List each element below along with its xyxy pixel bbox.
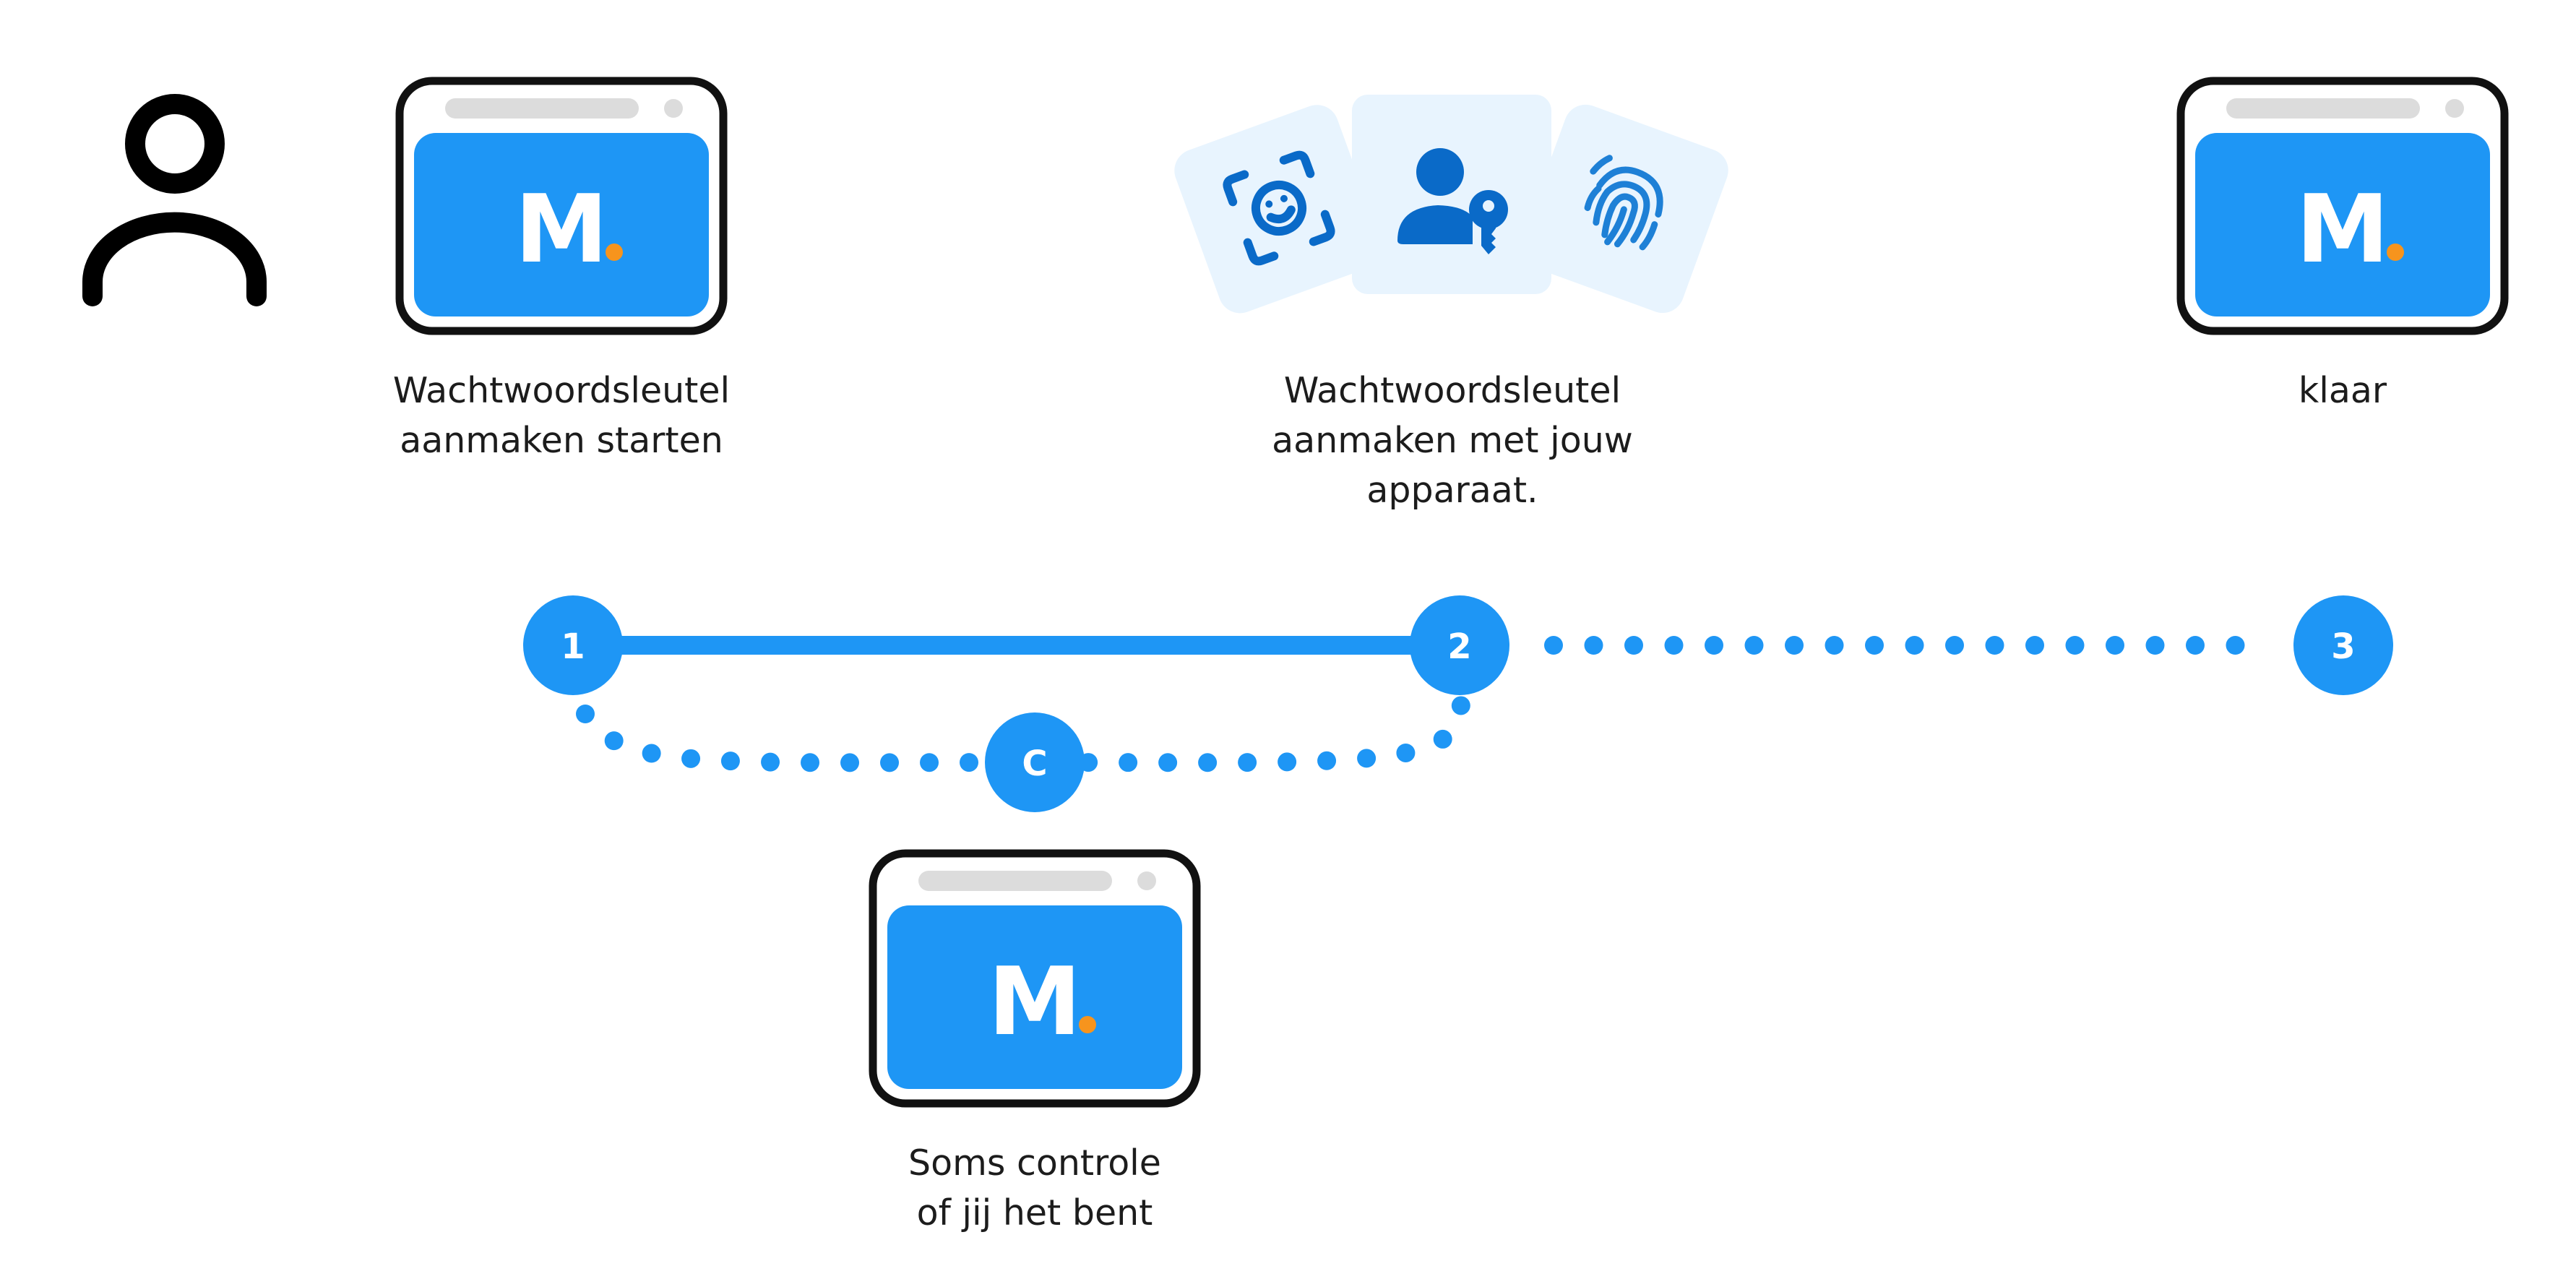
- user-icon: [82, 94, 267, 306]
- app-screen: [887, 905, 1182, 1089]
- m-logo: M: [514, 174, 608, 284]
- window-control-dot: [2445, 99, 2464, 118]
- user-key-card: [1352, 95, 1551, 294]
- caption-step-2-line-2: aanmaken met jouw: [1272, 420, 1633, 461]
- caption-step-2-line-1: Wachtwoordsleutel: [1283, 370, 1621, 411]
- m-logo-dot: [1079, 1016, 1096, 1033]
- step-badge-c-label: C: [1022, 744, 1047, 784]
- device-auth-icons: [1174, 95, 1728, 314]
- caption-step-1-line-2: aanmaken starten: [400, 420, 723, 461]
- step-badge-1: 1: [523, 595, 623, 695]
- caption-step-1: Wachtwoordsleutel aanmaken starten: [381, 366, 742, 465]
- m-logo-dot: [606, 244, 623, 261]
- caption-step-c: Soms controle of jij het bent: [854, 1138, 1215, 1238]
- address-bar: [445, 98, 639, 119]
- step-badge-c: C: [985, 712, 1085, 812]
- caption-step-c-line-1: Soms controle: [908, 1142, 1161, 1184]
- caption-step-3: klaar: [2198, 366, 2487, 415]
- step-badge-2: 2: [1410, 595, 1509, 695]
- caption-step-2-line-3: apparaat.: [1366, 470, 1538, 511]
- face-id-card: [1174, 105, 1383, 314]
- m-logo: M: [988, 947, 1081, 1056]
- user-key-icon: [1397, 148, 1508, 254]
- flow-connectors: [573, 636, 2278, 772]
- face-id-icon: [1223, 150, 1335, 266]
- browser-window-step-3: M: [2176, 77, 2509, 335]
- window-control-dot: [1137, 871, 1156, 890]
- m-logo: M: [2296, 174, 2389, 284]
- address-bar: [2226, 98, 2420, 119]
- window-control-dot: [664, 99, 683, 118]
- address-bar: [918, 871, 1112, 891]
- caption-step-2: Wachtwoordsleutel aanmaken met jouw appa…: [1257, 366, 1647, 515]
- browser-window-step-1: M: [395, 77, 728, 335]
- step-badge-3: 3: [2293, 595, 2393, 695]
- step-badge-3-label: 3: [2331, 626, 2355, 667]
- step-badge-1-label: 1: [561, 626, 585, 667]
- caption-step-3-line-1: klaar: [2298, 370, 2387, 411]
- fingerprint-card: [1520, 104, 1728, 314]
- m-logo-dot: [2387, 244, 2404, 261]
- fingerprint-icon: [1584, 155, 1663, 251]
- app-screen: [2195, 133, 2490, 316]
- app-screen: [414, 133, 709, 316]
- caption-step-c-line-2: of jij het bent: [916, 1192, 1153, 1233]
- caption-step-1-line-1: Wachtwoordsleutel: [392, 370, 731, 411]
- step-badge-2-label: 2: [1447, 626, 1471, 667]
- browser-window-step-c: M: [869, 849, 1201, 1108]
